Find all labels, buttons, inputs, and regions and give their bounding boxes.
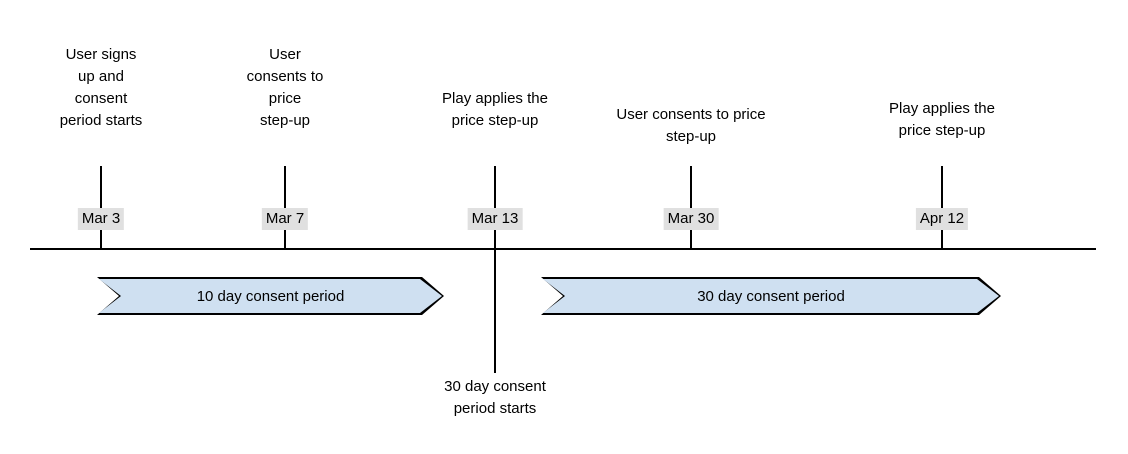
event-caption-4: User consents to price step-up: [616, 106, 766, 145]
date-chip-3: Mar 13: [467, 208, 523, 230]
event-caption-3: Play applies the price step-up: [442, 90, 548, 129]
tick-stem-1: [100, 166, 102, 248]
banner-10-day-consent-period: 10 day consent period: [99, 279, 442, 313]
tick-stem-3-below: [494, 249, 496, 373]
date-chip-4: Mar 30: [663, 208, 719, 230]
banner-30-day-consent-period: 30 day consent period: [543, 279, 999, 313]
timeline-axis: [30, 248, 1096, 250]
banner-2-label: 30 day consent period: [697, 287, 845, 305]
tick-stem-2: [284, 166, 286, 248]
date-chip-1: Mar 3: [77, 208, 125, 230]
event-caption-5: Play applies the price step-up: [889, 100, 995, 139]
date-chip-2: Mar 7: [261, 208, 309, 230]
tick-stem-4: [690, 166, 692, 248]
tick-stem-3: [494, 166, 496, 248]
tick-stem-5: [941, 166, 943, 248]
below-label-1: 30 day consent period starts: [444, 378, 546, 417]
date-chip-5: Apr 12: [915, 208, 969, 230]
banner-1-label: 10 day consent period: [196, 287, 345, 305]
event-caption-2: User consents to price step-up: [246, 46, 324, 129]
event-caption-1: User signs up and consent period starts: [59, 46, 143, 129]
